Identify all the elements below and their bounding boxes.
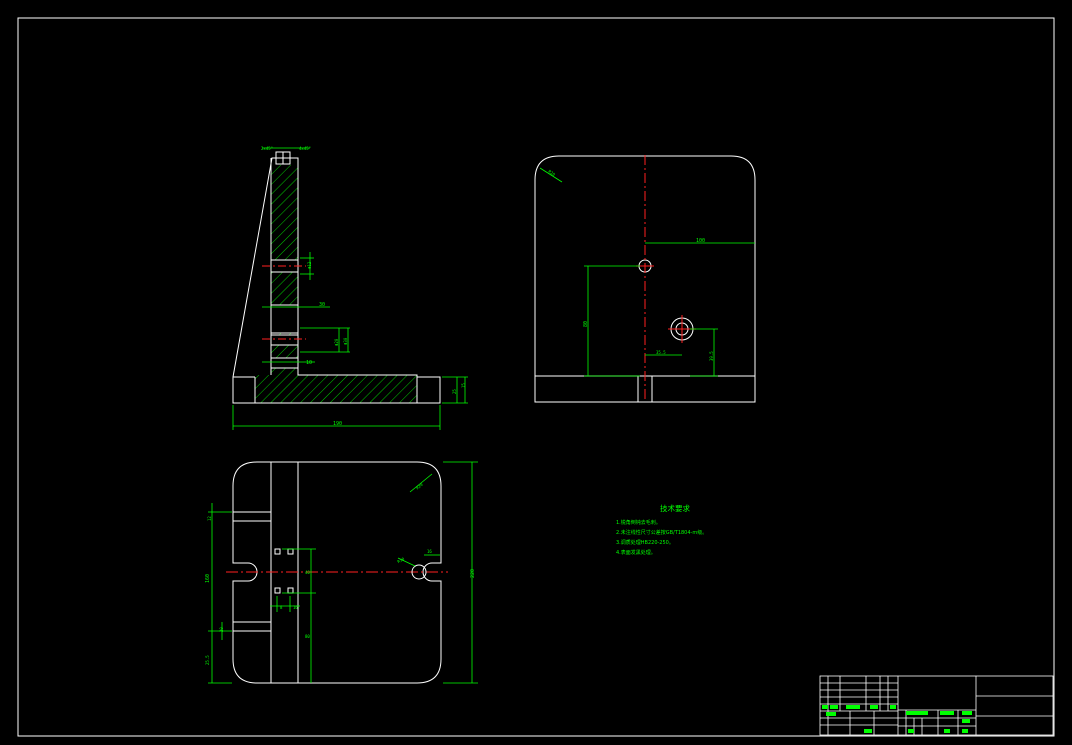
dim-overall-width: 190 bbox=[333, 421, 342, 427]
tech-req-title: 技术要求 bbox=[660, 503, 690, 513]
side-view bbox=[534, 155, 756, 403]
dim-top-slot-width: 12 bbox=[207, 516, 212, 521]
top-view-dims bbox=[208, 461, 478, 684]
section-hatch-base bbox=[255, 375, 417, 403]
dim-top-left-span: 160 bbox=[205, 574, 211, 583]
dim-top-spacing-a: 40 bbox=[305, 570, 310, 575]
dim-hole-dia-a: Φ20 bbox=[334, 338, 339, 346]
bracket-outline bbox=[232, 157, 441, 404]
top-view bbox=[226, 461, 448, 684]
dim-top-small-b: 16 bbox=[293, 605, 298, 610]
dim-top-right-slot: R10 bbox=[396, 556, 405, 564]
front-view bbox=[232, 151, 441, 404]
dim-side-radius: R20 bbox=[547, 169, 556, 178]
dim-top-slot-right: 4x45° bbox=[299, 146, 311, 151]
tech-req-line-3: 3.调质处理HB220-250。 bbox=[616, 539, 674, 546]
section-hole-3 bbox=[270, 334, 299, 346]
dim-top-slot-depth: 20 bbox=[219, 627, 224, 632]
dim-base-step: 15 bbox=[461, 383, 466, 388]
side-outline bbox=[534, 155, 756, 403]
tech-req-line-1: 1.锐角倒钝去毛刺。 bbox=[616, 519, 661, 526]
dim-side-horizontal: 100 bbox=[696, 238, 705, 244]
top-slot-lower bbox=[232, 621, 272, 632]
dim-hole-upper: Φ12 bbox=[307, 261, 312, 269]
tech-req-line-2: 2.未注线性尺寸公差按GB/T1804-m级。 bbox=[616, 529, 707, 536]
front-view-dim-text: 190 2x45° 4x45° Φ12 30 Φ20 Φ30 10 25 15 bbox=[261, 146, 466, 427]
top-pin-4 bbox=[287, 587, 294, 594]
dim-top-bottom-offset: 25.5 bbox=[205, 655, 210, 665]
title-block-marks bbox=[822, 705, 972, 733]
section-hole-4 bbox=[270, 357, 299, 369]
top-view-dim-text: R20 220 160 12 20 40 80 8 16 25.5 R10 16 bbox=[205, 482, 476, 665]
dim-top-radius: R20 bbox=[415, 482, 424, 491]
top-slot-upper bbox=[232, 511, 272, 522]
title-block bbox=[819, 675, 1054, 736]
drawing-frame bbox=[17, 17, 1055, 737]
technical-requirements: 技术要求 1.锐角倒钝去毛刺。 2.未注线性尺寸公差按GB/T1804-m级。 … bbox=[616, 503, 707, 556]
dim-side-small-offset: 35.5 bbox=[656, 350, 666, 355]
dim-base-height: 25 bbox=[452, 389, 457, 394]
top-outline bbox=[232, 461, 442, 684]
dim-hole-mid: 30 bbox=[319, 302, 325, 308]
dim-top-slot-left: 2x45° bbox=[261, 146, 273, 151]
dim-top-right-slot-w: 16 bbox=[427, 549, 432, 554]
dim-top-spacing-b: 80 bbox=[305, 634, 310, 639]
side-view-dim-text: R20 100 80 35.5 39.5 bbox=[547, 169, 714, 361]
side-view-dims bbox=[539, 167, 755, 377]
top-pin-1 bbox=[274, 548, 281, 555]
dim-web-step: 10 bbox=[306, 360, 312, 366]
front-view-dims bbox=[232, 147, 468, 430]
dim-top-small-a: 8 bbox=[280, 605, 283, 610]
dim-side-small-height: 39.5 bbox=[709, 351, 714, 361]
dim-top-overall-height: 220 bbox=[470, 569, 476, 578]
top-pin-3 bbox=[274, 587, 281, 594]
section-hole-2 bbox=[270, 304, 299, 334]
top-pin-2 bbox=[287, 548, 294, 555]
dim-side-vertical: 80 bbox=[583, 321, 589, 327]
top-right-hole bbox=[411, 564, 427, 580]
tech-req-line-4: 4.表面发黑处理。 bbox=[616, 549, 656, 556]
dim-hole-dia-b: Φ30 bbox=[343, 337, 348, 345]
